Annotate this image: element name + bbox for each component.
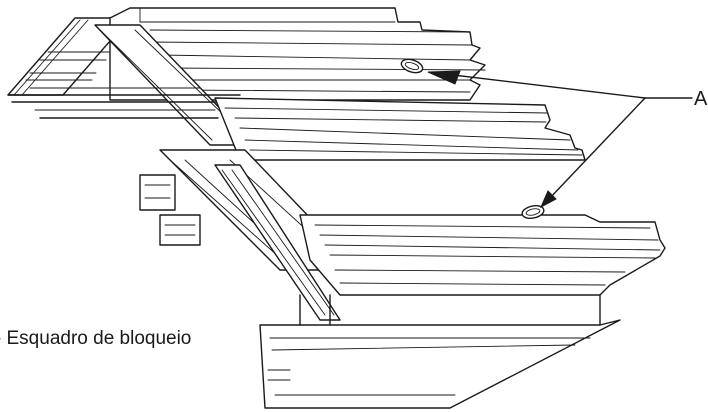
upper-profile-assembly (7, 7, 486, 146)
locking-hole-lower (521, 205, 545, 219)
legend-caption: A - Esquadro de bloqueio (0, 328, 191, 349)
arrow-head-upper (427, 70, 461, 85)
arrow-head-lower (539, 190, 557, 209)
lower-profile-assembly (214, 164, 666, 409)
callout-label: A (694, 88, 708, 110)
locking-hole-upper (400, 58, 424, 74)
callout-leaders (427, 70, 693, 209)
